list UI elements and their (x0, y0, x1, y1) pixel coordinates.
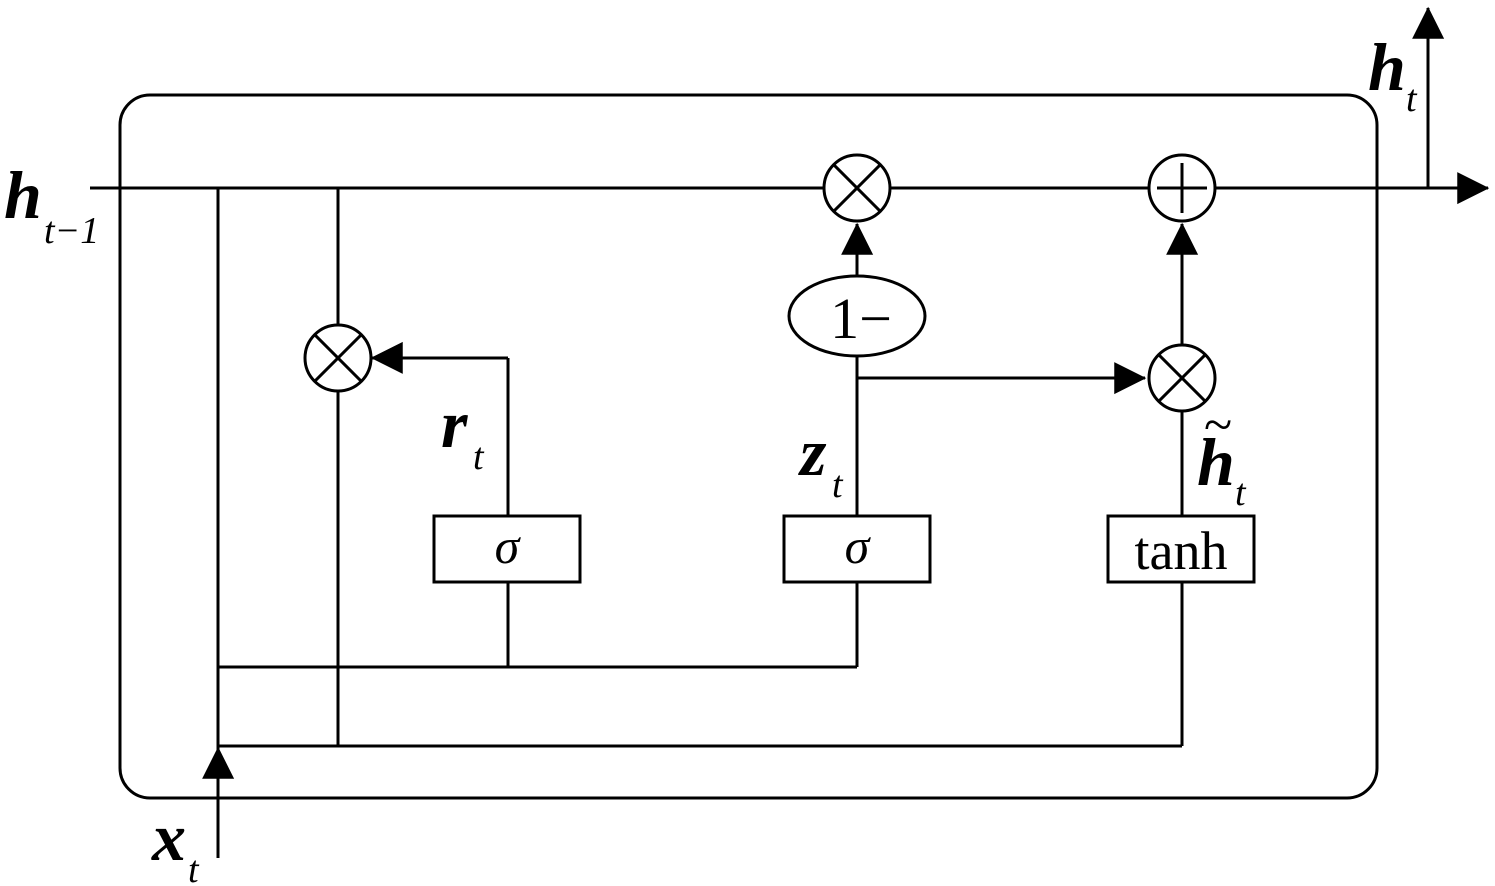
label-z-gate-sub: t (832, 464, 844, 506)
add-op (1147, 153, 1217, 223)
update-sigmoid-label: σ (845, 518, 872, 574)
update-sigmoid-block: σ (782, 514, 932, 584)
label-h-out-main: h (1368, 29, 1406, 105)
reset-sigmoid-label: σ (495, 518, 522, 574)
label-h-prev-sub: t−1 (44, 210, 99, 252)
multiply-op-reset (303, 323, 373, 393)
candidate-tanh-block: tanh (1106, 514, 1256, 584)
one-minus-block: 1− (787, 274, 927, 358)
label-h-candidate: ~ h t (1197, 397, 1247, 514)
label-x-in-main: x (151, 799, 186, 875)
label-h-prev-main: h (4, 157, 42, 233)
wires (90, 6, 1490, 858)
label-h-candidate-sub: t (1235, 472, 1247, 514)
label-z-gate: z t (798, 414, 844, 506)
multiply-op-candidate (1147, 343, 1217, 413)
reset-sigmoid-block: σ (432, 514, 582, 584)
label-h-out: h t (1368, 29, 1418, 120)
label-h-candidate-tilde: ~ (1204, 397, 1232, 454)
label-x-in-sub: t (188, 849, 200, 886)
cell-frame (118, 93, 1379, 800)
label-h-prev: h t−1 (4, 157, 99, 252)
one-minus-label: 1− (830, 286, 892, 351)
label-h-candidate-main: h (1197, 424, 1235, 500)
label-r-gate-main: r (441, 386, 468, 462)
label-x-in: x t (151, 799, 200, 886)
label-z-gate-main: z (798, 414, 827, 490)
candidate-tanh-label: tanh (1135, 521, 1228, 581)
label-r-gate: r t (441, 386, 485, 478)
label-r-gate-sub: t (473, 436, 485, 478)
label-h-out-sub: t (1406, 78, 1418, 120)
multiply-op-top (822, 153, 892, 223)
